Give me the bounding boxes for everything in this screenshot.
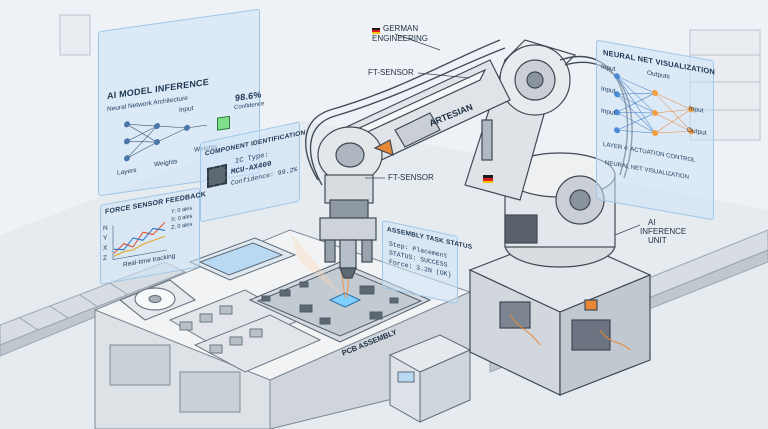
control-panel-box	[388, 334, 472, 423]
force-z-line	[113, 235, 166, 257]
neural-net-viz-panel: NEURAL NET VISUALIZATION Input Input Inp…	[596, 39, 715, 221]
axis-label-n: N	[103, 224, 108, 233]
ai-model-inference-panel: AI MODEL INFERENCE Neural Network Archit…	[98, 8, 264, 197]
output-node-icon	[217, 115, 230, 131]
axis-label-x: X	[103, 244, 108, 253]
nn-caption: NEURAL NET VISUALIZATION	[605, 160, 689, 181]
force-x-line	[113, 221, 166, 254]
sensor-glow	[290, 232, 345, 298]
nn-input-3: Input	[601, 107, 616, 118]
force-sensor-panel: FORCE SENSOR FEEDBACK N Y X Z Y: 0 ales …	[100, 187, 206, 285]
neural-network-icon	[124, 121, 207, 162]
neural-net-graph	[614, 73, 694, 137]
robot-upper-arm	[339, 59, 511, 171]
force-y-line	[113, 227, 166, 251]
callout-lines	[365, 33, 641, 236]
ai-model-inference-title: AI MODEL INFERENCE	[107, 76, 209, 102]
chip-icon	[207, 163, 227, 189]
nn-input-1: Input	[601, 63, 616, 74]
german-engineering-line2: ENGINEERING	[372, 34, 429, 43]
ft-sensor-label-mid: FT-SENSOR	[388, 173, 434, 182]
ai-inference-line3: UNIT	[648, 236, 667, 245]
layers-label: Layers	[117, 166, 137, 177]
axis-label-z: Z	[103, 254, 107, 263]
robot-gripper	[319, 217, 377, 279]
german-engineering-line1: GERMAN	[383, 24, 419, 33]
ft-sensor-label-top: FT-SENSOR	[368, 68, 414, 77]
axis-label-y: Y	[103, 234, 108, 243]
ai-inference-line2: INFERENCE	[640, 227, 687, 236]
ai-inference-line1: AI	[648, 218, 656, 227]
robot-shoulder	[499, 44, 571, 116]
cabinet-wiring	[509, 314, 631, 351]
german-flag-icon	[372, 28, 380, 34]
component-reel	[118, 279, 197, 321]
force-sensor-chart	[112, 221, 167, 260]
tablet-device	[188, 237, 297, 281]
nn-input-2: Input	[601, 85, 616, 96]
legend-z: Z: 0 ales	[171, 221, 193, 232]
robot-wrist	[317, 126, 394, 219]
